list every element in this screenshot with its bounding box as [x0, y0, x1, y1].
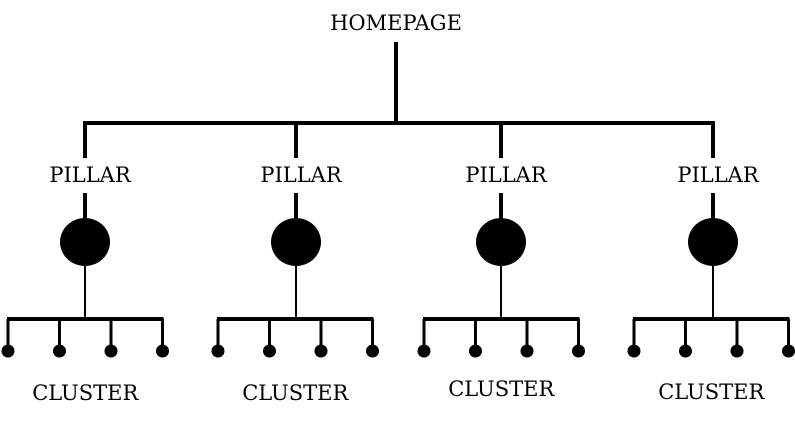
- pillar-label: PILLAR: [260, 163, 342, 187]
- cluster-node: [53, 344, 66, 358]
- cluster-node: [1, 344, 15, 358]
- cluster-node: [782, 344, 795, 358]
- cluster-node: [156, 344, 169, 358]
- cluster-label: CLUSTER: [32, 381, 139, 405]
- pillar-node: [60, 218, 110, 266]
- cluster-node: [417, 344, 431, 358]
- cluster-node: [572, 344, 585, 358]
- cluster-node: [104, 344, 118, 358]
- cluster-node: [211, 344, 225, 358]
- cluster-node: [730, 344, 744, 358]
- pillar-label: PILLAR: [465, 163, 547, 187]
- cluster-label: CLUSTER: [658, 380, 765, 404]
- cluster-node: [263, 344, 276, 358]
- cluster-label: CLUSTER: [242, 381, 349, 405]
- cluster-node: [520, 344, 534, 358]
- cluster-label: CLUSTER: [448, 377, 555, 401]
- homepage-label: HOMEPAGE: [330, 11, 462, 35]
- cluster-node: [679, 344, 692, 358]
- connector-lines: [6, 42, 790, 351]
- pillar-node: [476, 218, 526, 266]
- cluster-node: [627, 344, 641, 358]
- pillar-node: [688, 218, 738, 266]
- diagram-nodes: [1, 218, 795, 358]
- cluster-node: [314, 344, 328, 358]
- diagram-labels: PILLAR CLUSTER PILLAR CLUSTER PILLAR CLUSTER P…: [32, 163, 765, 405]
- pillar-node: [271, 218, 321, 266]
- cluster-node: [366, 344, 379, 358]
- cluster-node: [469, 344, 482, 358]
- pillar-label: PILLAR: [49, 163, 131, 187]
- pillar-label: PILLAR: [677, 163, 759, 187]
